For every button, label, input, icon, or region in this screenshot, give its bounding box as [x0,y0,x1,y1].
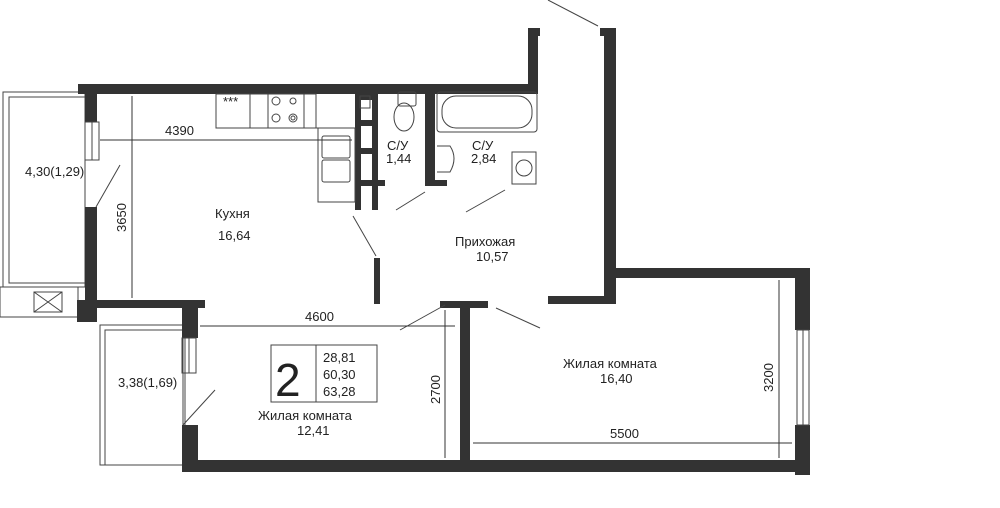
balcony-top [0,91,86,318]
total-area-with-balconies: 63,28 [323,384,356,399]
balcony-bottom [99,324,186,466]
room-name-living-small: Жилая комната [258,408,353,423]
kitchen-furniture: *** [215,93,356,203]
room-area-kitchen: 16,64 [218,228,251,243]
dimension-label: 2700 [428,375,443,404]
room-area-hallway: 10,57 [476,249,509,264]
total-area: 60,30 [323,367,356,382]
room-name-kitchen: Кухня [215,206,250,221]
dimension-label: 3650 [114,203,129,232]
dimension-label: 5500 [610,426,639,441]
walls [77,28,810,475]
living-area: 28,81 [323,350,356,365]
room-name-bathroom: С/У [472,138,494,153]
room-name-wc: С/У [387,138,409,153]
room-name-living-large: Жилая комната [563,356,658,371]
dimension-label: 3200 [761,363,776,392]
dimension-label: 4600 [305,309,334,324]
hob-marks: *** [223,94,238,109]
room-area-bathroom: 2,84 [471,151,496,166]
bathroom-fixtures [359,91,538,185]
balcony-area-bottom: 3,38(1,69) [118,375,177,390]
windows [84,121,810,426]
room-area-wc: 1,44 [386,151,411,166]
balcony-area-top: 4,30(1,29) [25,164,84,179]
dimension-label: 4390 [165,123,194,138]
apartment-summary: 2 28,81 60,30 63,28 [270,344,378,406]
room-area-living-large: 16,40 [600,371,633,386]
room-name-hallway: Прихожая [455,234,515,249]
rooms-count: 2 [275,354,301,406]
room-area-living-small: 12,41 [297,423,330,438]
dimension-lines [100,96,792,458]
